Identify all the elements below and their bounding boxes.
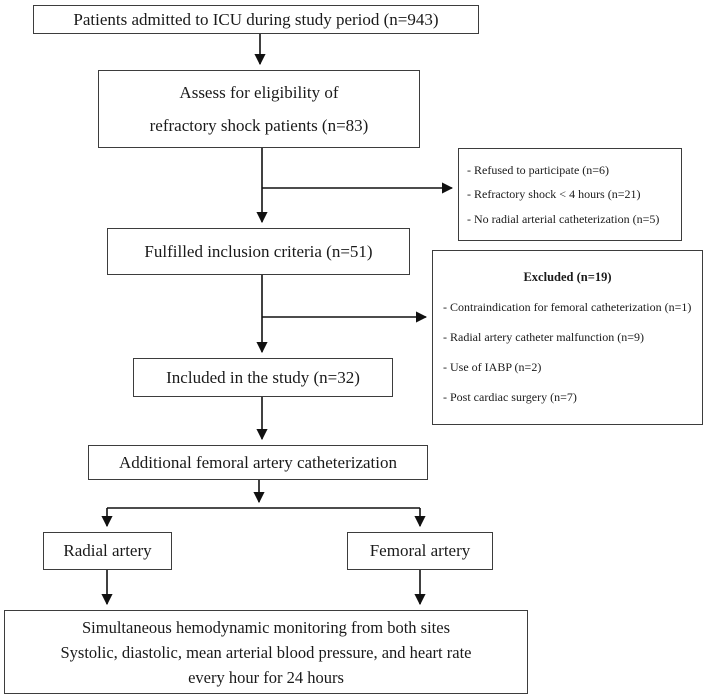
- box-included-study: Included in the study (n=32): [133, 358, 393, 397]
- box-eligibility-line2: refractory shock patients (n=83): [149, 115, 369, 135]
- exclusion-eligibility-item: - Refused to participate (n=6): [467, 162, 610, 177]
- box-excluded: Excluded (n=19) - Contraindication for f…: [432, 250, 703, 425]
- box-eligibility-assessment: Assess for eligibility of refractory sho…: [98, 70, 420, 148]
- box-femoral-catheterization-label: Additional femoral artery catheterizatio…: [118, 452, 397, 472]
- box-femoral-artery-label: Femoral artery: [369, 541, 471, 561]
- excluded-item: - Contraindication for femoral catheteri…: [443, 300, 692, 315]
- box-inclusion-criteria-label: Fulfilled inclusion criteria (n=51): [144, 241, 373, 261]
- excluded-item: - Use of IABP (n=2): [443, 360, 542, 375]
- box-icu-admitted-label: Patients admitted to ICU during study pe…: [73, 9, 439, 29]
- box-monitoring-line1: Simultaneous hemodynamic monitoring from…: [81, 617, 450, 637]
- box-inclusion-criteria: Fulfilled inclusion criteria (n=51): [107, 228, 410, 275]
- box-monitoring: Simultaneous hemodynamic monitoring from…: [4, 610, 528, 694]
- box-included-study-label: Included in the study (n=32): [166, 367, 360, 387]
- box-femoral-artery: Femoral artery: [347, 532, 493, 570]
- box-monitoring-line2: Systolic, diastolic, mean arterial blood…: [60, 642, 472, 662]
- box-eligibility-line1: Assess for eligibility of: [179, 83, 339, 103]
- excluded-item: - Post cardiac surgery (n=7): [443, 390, 577, 405]
- box-monitoring-line3: every hour for 24 hours: [188, 667, 344, 687]
- box-femoral-catheterization: Additional femoral artery catheterizatio…: [88, 445, 428, 480]
- box-radial-artery-label: Radial artery: [63, 541, 152, 561]
- excluded-item: - Radial artery catheter malfunction (n=…: [443, 330, 645, 345]
- exclusion-eligibility-item: - Refractory shock < 4 hours (n=21): [467, 187, 641, 201]
- box-radial-artery: Radial artery: [43, 532, 172, 570]
- exclusion-eligibility-item: - No radial arterial catheterization (n=…: [467, 211, 660, 226]
- box-icu-admitted: Patients admitted to ICU during study pe…: [33, 5, 479, 34]
- box-exclusion-eligibility: - Refused to participate (n=6) - Refract…: [458, 148, 682, 241]
- excluded-title: Excluded (n=19): [523, 269, 612, 284]
